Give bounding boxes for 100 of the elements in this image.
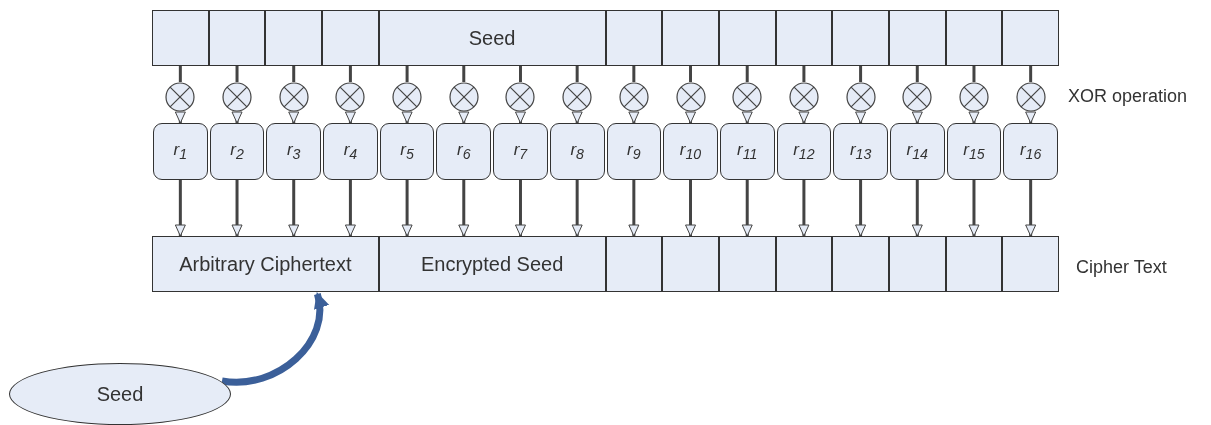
cell-label: Encrypted Seed bbox=[420, 252, 564, 276]
ciphertext-cell bbox=[1002, 236, 1059, 292]
xor-symbol bbox=[222, 82, 253, 112]
arrow bbox=[628, 180, 640, 237]
arrow bbox=[344, 111, 356, 124]
round-key-box bbox=[776, 123, 832, 180]
arrow bbox=[685, 111, 697, 124]
round-key-box bbox=[606, 123, 662, 180]
xor-symbol bbox=[902, 82, 933, 112]
arrow bbox=[741, 111, 753, 124]
cell-label: Seed bbox=[468, 26, 516, 50]
round-key-box bbox=[209, 123, 265, 180]
arrow bbox=[344, 180, 356, 237]
register-cell bbox=[832, 10, 889, 66]
variable-label: r$_{2}$ bbox=[230, 140, 244, 163]
register-cell bbox=[888, 10, 946, 66]
register-cell bbox=[152, 10, 209, 66]
xor-symbol bbox=[505, 82, 536, 112]
arrow bbox=[174, 111, 186, 124]
arrow bbox=[968, 111, 980, 124]
arrow bbox=[855, 111, 867, 124]
xor-symbol bbox=[335, 82, 366, 112]
arrow bbox=[221, 292, 328, 386]
register-cell bbox=[775, 10, 833, 66]
arrow bbox=[798, 111, 810, 124]
register-cell bbox=[605, 10, 663, 66]
register-cell bbox=[662, 10, 719, 66]
round-key-box bbox=[719, 123, 775, 180]
round-key-box bbox=[266, 123, 322, 180]
arrow bbox=[855, 180, 867, 237]
register-cell bbox=[265, 10, 323, 66]
round-key-box bbox=[1003, 123, 1058, 180]
arrow bbox=[514, 180, 526, 237]
ciphertext-cell bbox=[775, 236, 833, 292]
variable-label: r$_{13}$ bbox=[849, 140, 872, 163]
round-key-box bbox=[436, 123, 492, 180]
cell-label: Arbitrary Ciphertext bbox=[179, 252, 352, 276]
ciphertext-cell bbox=[152, 236, 379, 292]
arrow bbox=[628, 111, 640, 124]
ciphertext-cell bbox=[718, 236, 776, 292]
ciphertext-cell bbox=[378, 236, 606, 292]
arrow bbox=[1025, 180, 1037, 237]
arrow bbox=[401, 180, 413, 237]
arrow bbox=[288, 180, 300, 237]
arrow bbox=[514, 111, 526, 124]
variable-label: r$_{12}$ bbox=[793, 140, 815, 163]
round-key-box bbox=[493, 123, 548, 180]
variable-label: r$_{10}$ bbox=[679, 140, 702, 163]
ciphertext-cell bbox=[662, 236, 719, 292]
arrow bbox=[741, 180, 753, 237]
arrow bbox=[288, 111, 300, 124]
variable-label: r$_{3}$ bbox=[286, 140, 301, 163]
xor-symbol bbox=[732, 82, 763, 112]
register-cell bbox=[322, 10, 379, 66]
arrow bbox=[911, 111, 923, 124]
variable-label: r$_{6}$ bbox=[457, 140, 471, 163]
arrow bbox=[911, 180, 923, 237]
arrow bbox=[458, 111, 470, 124]
arrow bbox=[458, 180, 470, 237]
arrow bbox=[174, 180, 186, 237]
round-key-box bbox=[946, 123, 1002, 180]
arrow bbox=[401, 111, 413, 124]
round-key-box bbox=[379, 123, 435, 180]
xor-symbol bbox=[618, 82, 649, 112]
round-key-box bbox=[323, 123, 378, 180]
arrow bbox=[798, 180, 810, 237]
register-cell bbox=[718, 10, 776, 66]
xor-symbol bbox=[958, 82, 989, 112]
xor-symbol bbox=[165, 82, 196, 112]
xor-symbol bbox=[278, 82, 309, 112]
round-key-box bbox=[549, 123, 605, 180]
xor-symbol bbox=[1015, 82, 1046, 112]
register-cell bbox=[378, 10, 606, 66]
round-key-box bbox=[833, 123, 888, 180]
variable-label: r$_{11}$ bbox=[737, 140, 758, 163]
register-cell bbox=[1002, 10, 1059, 66]
xor-symbol bbox=[392, 82, 423, 112]
arrow bbox=[231, 111, 243, 124]
cell-label: Seed bbox=[96, 382, 144, 406]
round-key-box bbox=[889, 123, 945, 180]
arrow bbox=[231, 180, 243, 237]
xor-symbol bbox=[845, 82, 876, 112]
ciphertext-cell bbox=[945, 236, 1003, 292]
variable-label: r$_{5}$ bbox=[400, 140, 414, 163]
register-cell bbox=[945, 10, 1003, 66]
xor-symbol bbox=[562, 82, 593, 112]
xor-symbol bbox=[675, 82, 706, 112]
round-key-box bbox=[153, 123, 208, 180]
row-label: Cipher Text bbox=[1076, 257, 1167, 278]
variable-label: r$_{15}$ bbox=[963, 140, 985, 163]
variable-label: r$_{8}$ bbox=[570, 140, 584, 163]
arrow bbox=[685, 180, 697, 237]
variable-label: r$_{16}$ bbox=[1019, 140, 1042, 163]
xor-symbol bbox=[788, 82, 819, 112]
ciphertext-cell bbox=[605, 236, 663, 292]
arrow bbox=[968, 180, 980, 237]
xor-symbol bbox=[448, 82, 479, 112]
row-label: XOR operation bbox=[1068, 86, 1188, 107]
round-key-box bbox=[663, 123, 718, 180]
variable-label: r$_{7}$ bbox=[513, 140, 528, 163]
